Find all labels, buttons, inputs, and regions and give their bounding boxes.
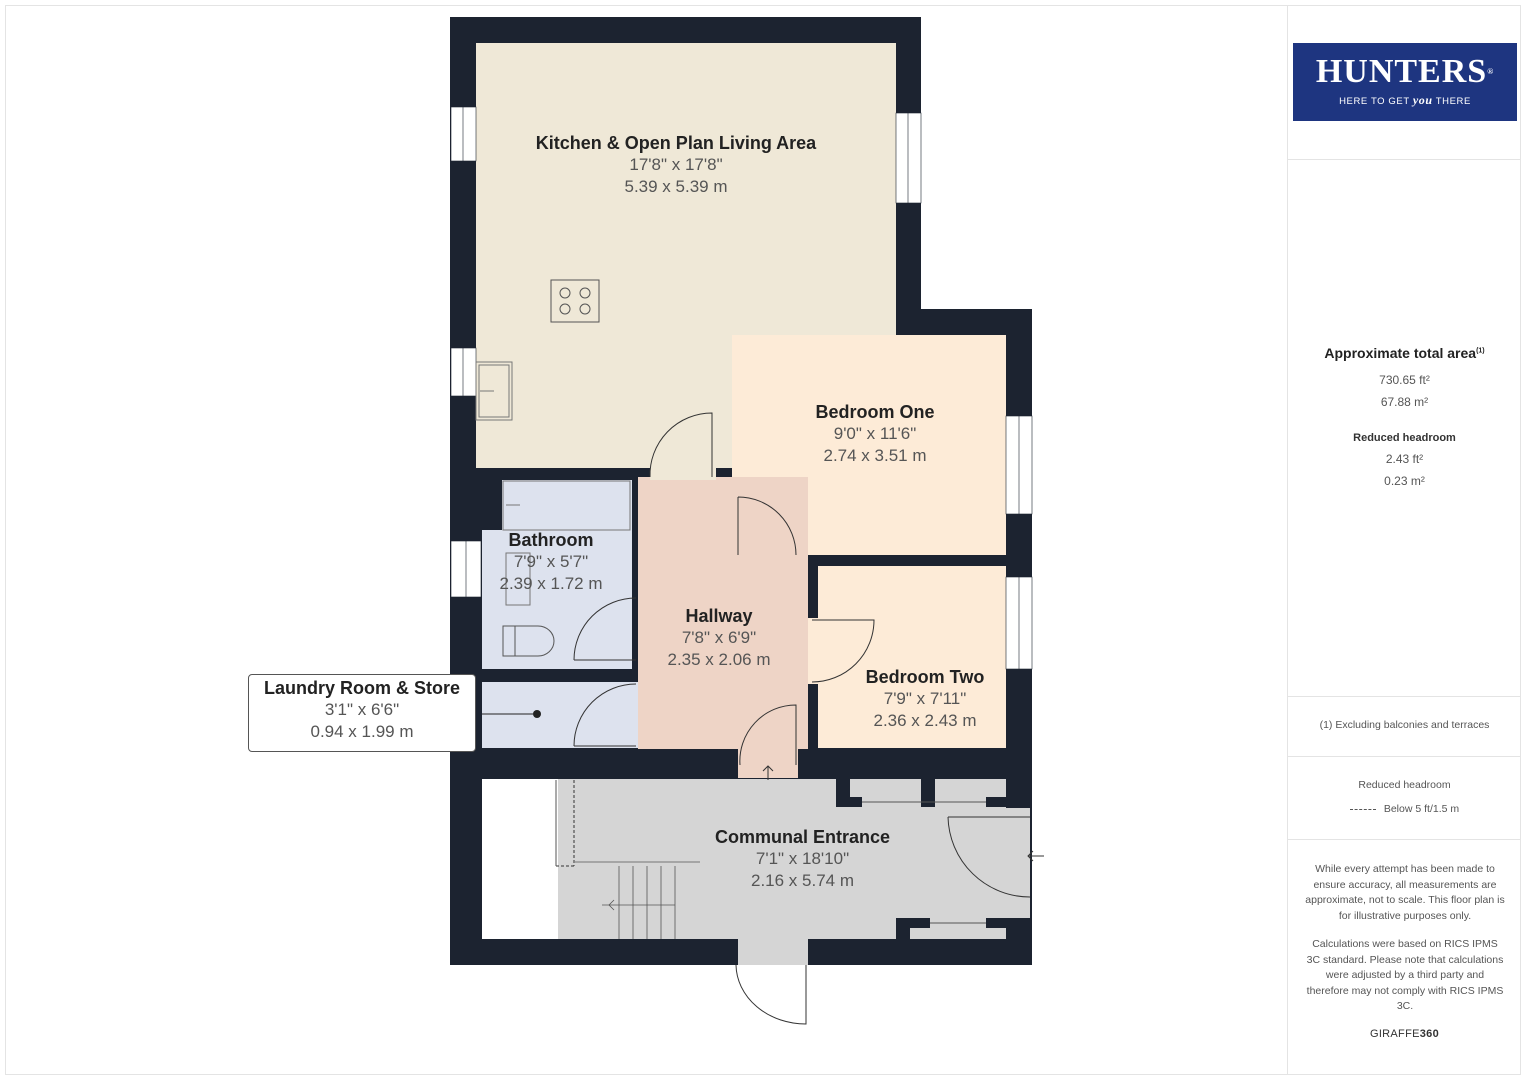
- basin-icon: [505, 552, 531, 606]
- room-imperial: 7'8" x 6'9": [681, 628, 757, 647]
- room-metric: 5.39 x 5.39 m: [624, 177, 728, 196]
- room-imperial: 7'9" x 7'11": [883, 689, 967, 708]
- room-name: Laundry Room & Store: [263, 678, 460, 698]
- giraffe360-credit: GIRAFFE360: [1288, 1028, 1521, 1040]
- door-swings: [573, 412, 1031, 1025]
- divider: [1288, 159, 1521, 160]
- room-name: Communal Entrance: [714, 827, 891, 847]
- toilet-icon: [502, 625, 555, 657]
- reduced-sqm: 0.23 m²: [1384, 474, 1425, 488]
- room-bedroom-one: Bedroom One 9'0" x 11'6" 2.74 x 3.51 m: [760, 402, 990, 467]
- tagline-em: you: [1412, 93, 1433, 107]
- tagline-post: THERE: [1435, 96, 1471, 107]
- credit-word: GIRAFFE: [1369, 1028, 1420, 1040]
- legend-label: Below 5 ft/1.5 m: [1383, 803, 1460, 815]
- window-icon: [450, 106, 922, 397]
- info-sidebar: HUNTERS® HERE TO GET you THERE Approxima…: [1287, 5, 1521, 1075]
- total-sqft: 730.65 ft²: [1379, 373, 1430, 387]
- page-frame: [5, 5, 1521, 1075]
- registered-mark: ®: [1487, 67, 1495, 76]
- laundry-floor: [482, 682, 638, 748]
- room-bedroom-two: Bedroom Two 7'9" x 7'11" 2.36 x 2.43 m: [840, 667, 1010, 732]
- room-metric: 2.39 x 1.72 m: [499, 574, 603, 593]
- room-hallway: Hallway 7'8" x 6'9" 2.35 x 2.06 m: [644, 606, 794, 671]
- floor-plan: [450, 17, 1044, 1025]
- hunters-logo: HUNTERS® HERE TO GET you THERE: [1293, 43, 1517, 121]
- reduced-sqft: 2.43 ft²: [1385, 452, 1424, 466]
- reduced-headroom-title: Reduced headroom: [1353, 432, 1456, 444]
- room-laundry: Laundry Room & Store 3'1" x 6'6" 0.94 x …: [248, 678, 476, 743]
- room-imperial: 17'8" x 17'8": [629, 155, 723, 174]
- stairs-icon: [575, 861, 700, 939]
- divider: [1288, 756, 1521, 757]
- room-laundry-callout: [248, 674, 476, 752]
- room-imperial: 7'9" x 5'7": [513, 552, 589, 571]
- room-metric: 2.74 x 3.51 m: [823, 446, 927, 465]
- bedroom-two-floor: [818, 566, 1006, 748]
- disclaimer-p1: While every attempt has been made to ens…: [1305, 863, 1505, 922]
- dashed-line-icon: [1349, 808, 1376, 810]
- title-text: Approximate total area: [1324, 345, 1477, 361]
- tagline-pre: HERE TO GET: [1339, 96, 1410, 107]
- hob-icon: [550, 279, 600, 323]
- total-area-title: Approximate total area(1): [1288, 345, 1521, 361]
- room-bathroom: Bathroom 7'9" x 5'7" 2.39 x 1.72 m: [476, 530, 626, 595]
- room-name: Kitchen & Open Plan Living Area: [535, 133, 817, 153]
- room-imperial: 3'1" x 6'6": [324, 700, 400, 719]
- room-name: Bedroom Two: [865, 667, 985, 687]
- room-name: Hallway: [685, 606, 753, 626]
- footnote-text: (1) Excluding balconies and terraces: [1319, 719, 1490, 731]
- room-name: Bedroom One: [815, 402, 935, 422]
- room-metric: 2.16 x 5.74 m: [750, 871, 854, 890]
- room-imperial: 9'0" x 11'6": [833, 424, 917, 443]
- hallway-floor: [638, 477, 808, 749]
- footnote-ref: (1): [1476, 347, 1485, 355]
- logo-tagline: HERE TO GET you THERE: [1293, 93, 1517, 108]
- total-sqm: 67.88 m²: [1380, 395, 1429, 409]
- room-name: Bathroom: [508, 530, 594, 550]
- disclaimer-p2: Calculations were based on RICS IPMS 3C …: [1306, 938, 1504, 1012]
- legend-item: Below 5 ft/1.5 m: [1288, 802, 1521, 818]
- room-communal-entrance: Communal Entrance 7'1" x 18'10" 2.16 x 5…: [680, 827, 925, 892]
- room-metric: 2.36 x 2.43 m: [873, 711, 977, 730]
- logo-brand: HUNTERS: [1315, 53, 1488, 90]
- room-metric: 0.94 x 1.99 m: [310, 722, 414, 741]
- reduced-headroom-line: [556, 780, 575, 867]
- divider: [1288, 839, 1521, 840]
- legend-title: Reduced headroom: [1358, 779, 1451, 791]
- room-imperial: 7'1" x 18'10": [755, 849, 850, 868]
- room-metric: 2.35 x 2.06 m: [667, 650, 771, 669]
- arrow-icon: [762, 765, 1044, 862]
- credit-num: 360: [1419, 1028, 1440, 1040]
- divider: [1288, 696, 1521, 697]
- sink-icon: [475, 361, 513, 421]
- bath-icon: [502, 480, 631, 531]
- room-kitchen: Kitchen & Open Plan Living Area 17'8" x …: [476, 133, 876, 198]
